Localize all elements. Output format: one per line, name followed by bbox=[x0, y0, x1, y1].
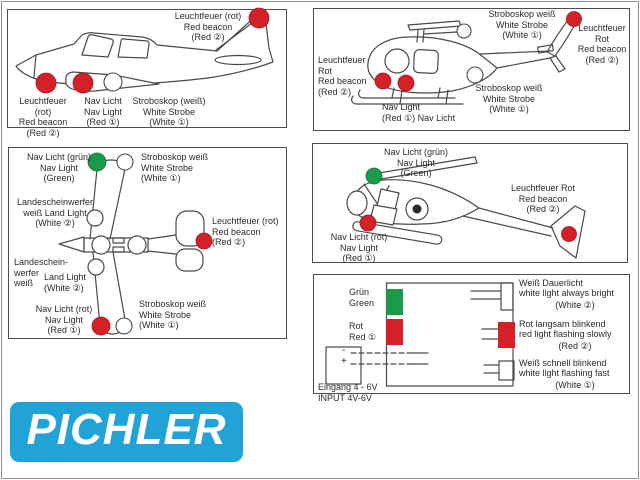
label-code: (White ①) bbox=[555, 380, 595, 390]
label-nav-green: Nav Licht (grün) Nav Light (Green) bbox=[26, 152, 92, 183]
label-line: white light flashing fast bbox=[519, 367, 610, 378]
label-nav-red: Nav Licht (rot) Nav Light (Red ①) bbox=[35, 304, 93, 335]
label-beacon: Leuchtfeuer Rot Red beacon (Red ②) bbox=[510, 183, 576, 214]
label-strobe-bottom: Stroboskop weiß White Strobe (White ①) bbox=[139, 299, 207, 330]
panel-helicopter-side-view: Stroboskop weiß White Strobe (White ①) L… bbox=[313, 8, 630, 131]
label-nav-green: Nav Licht (grün) Nav Light (Green) bbox=[383, 147, 449, 178]
label-beacon-right: Leuchtfeuer Rot Red beacon (Red ②) bbox=[577, 23, 627, 65]
label-output-white-steady: Weiß Dauerlicht white light always brigh… bbox=[519, 278, 631, 311]
nav-light-green bbox=[88, 153, 106, 171]
label-line: Weiß schnell blinkend bbox=[519, 358, 607, 368]
strobe-light-top bbox=[117, 154, 133, 170]
label-land-light-lower-de: Landeschein- werfer weiß bbox=[14, 257, 69, 288]
power-input-box bbox=[326, 347, 361, 384]
label-code: (White ②) bbox=[555, 300, 595, 310]
wiring-drawing bbox=[314, 275, 515, 395]
label-nav-light: Nav Light (Red ①) Nav Licht bbox=[382, 102, 456, 123]
land-light-upper bbox=[87, 210, 103, 226]
label-line: Rot langsam blinkend bbox=[519, 319, 606, 329]
minus-terminal: - bbox=[342, 345, 346, 356]
helicopter-side-drawing bbox=[314, 9, 631, 132]
red-beacon-light bbox=[36, 73, 56, 93]
panel-wiring-diagram: Grün Green Rot Red ① - + Eingang 4 - 6V … bbox=[313, 274, 631, 403]
tail-beacon-light bbox=[249, 8, 269, 28]
nav-light-red bbox=[73, 73, 93, 93]
nav-light-red bbox=[92, 317, 110, 335]
panel-airplane-side-view: Leuchtfeuer (rot) Red beacon (Red ②) Leu… bbox=[7, 9, 288, 138]
label-nav-light: Nav Licht Nav Light (Red ①) bbox=[83, 96, 123, 127]
label-nose-beacon: Leuchtfeuer (rot) Red beacon (Red ②) bbox=[18, 96, 68, 138]
output-white-steady-pin bbox=[501, 283, 513, 310]
airplane-top-drawing bbox=[9, 148, 288, 340]
label-output-white-fast: Weiß schnell blinkend white light flashi… bbox=[519, 358, 631, 391]
label-green-wire: Grün Green bbox=[349, 287, 375, 308]
land-light-lower bbox=[88, 259, 104, 275]
label-strobe: Stroboskop (weiß) White Strobe (White ①) bbox=[132, 96, 206, 127]
tail-beacon-light bbox=[567, 12, 582, 27]
label-output-red-slow: Rot langsam blinkend red light flashing … bbox=[519, 319, 631, 352]
output-white-fast-pin bbox=[499, 361, 514, 380]
label-code: (Red ②) bbox=[558, 341, 592, 351]
green-wire-block bbox=[386, 289, 403, 315]
rear-strobe-light bbox=[467, 67, 483, 83]
front-beacon-light bbox=[375, 73, 391, 89]
label-strobe-top: Stroboskop weiß White Strobe (White ①) bbox=[141, 152, 209, 183]
pichler-logo-text: PICHLER bbox=[26, 405, 227, 454]
tail-beacon-light bbox=[562, 227, 577, 242]
strobe-light-bottom bbox=[116, 318, 132, 334]
label-land-light-lower-en: Land Light (White ②) bbox=[44, 272, 87, 293]
label-line: Weiß Dauerlicht bbox=[519, 278, 583, 288]
label-beacon-left: Leuchtfeuer Rot Red beacon (Red ②) bbox=[318, 55, 367, 97]
label-nav-red: Nav Licht (rot) Nav Light (Red ①) bbox=[330, 232, 388, 263]
label-power-input: Eingang 4 - 6V INPUT 4V-6V bbox=[318, 382, 378, 403]
panel-airplane-top-view: Nav Licht (grün) Nav Light (Green) Strob… bbox=[8, 147, 287, 339]
label-line: red light flashing slowly bbox=[519, 328, 612, 339]
rotor-strobe-light bbox=[457, 24, 471, 38]
tail-beacon-light bbox=[196, 233, 212, 249]
label-strobe-top: Stroboskop weiß White Strobe (White ①) bbox=[488, 9, 556, 40]
nav-light-red bbox=[360, 215, 376, 231]
pichler-logo: PICHLER bbox=[10, 402, 243, 462]
label-land-light-upper: Landescheinwerfer weiß Land Light (White… bbox=[16, 197, 94, 228]
helicopter-top-drawing bbox=[313, 144, 629, 264]
label-tail-beacon: Leuchtfeuer (rot) Red beacon (Red ②) bbox=[212, 216, 279, 247]
white-strobe-light bbox=[104, 73, 122, 91]
red-wire-block bbox=[386, 319, 403, 345]
airplane-side-drawing bbox=[8, 10, 288, 129]
plus-terminal: + bbox=[341, 356, 347, 367]
nav-light-red bbox=[398, 75, 414, 91]
nav-light-green bbox=[366, 168, 382, 184]
label-tail-beacon: Leuchtfeuer (rot) Red beacon (Red ②) bbox=[174, 11, 242, 42]
label-line: white light always bright bbox=[519, 287, 615, 298]
output-red-slow-block bbox=[498, 322, 515, 348]
label-red-wire: Rot Red ① bbox=[349, 321, 377, 342]
panel-helicopter-top-view: Nav Licht (grün) Nav Light (Green) Leuch… bbox=[312, 143, 628, 263]
label-strobe-rear: Stroboskop weiß White Strobe (White ①) bbox=[475, 83, 543, 114]
